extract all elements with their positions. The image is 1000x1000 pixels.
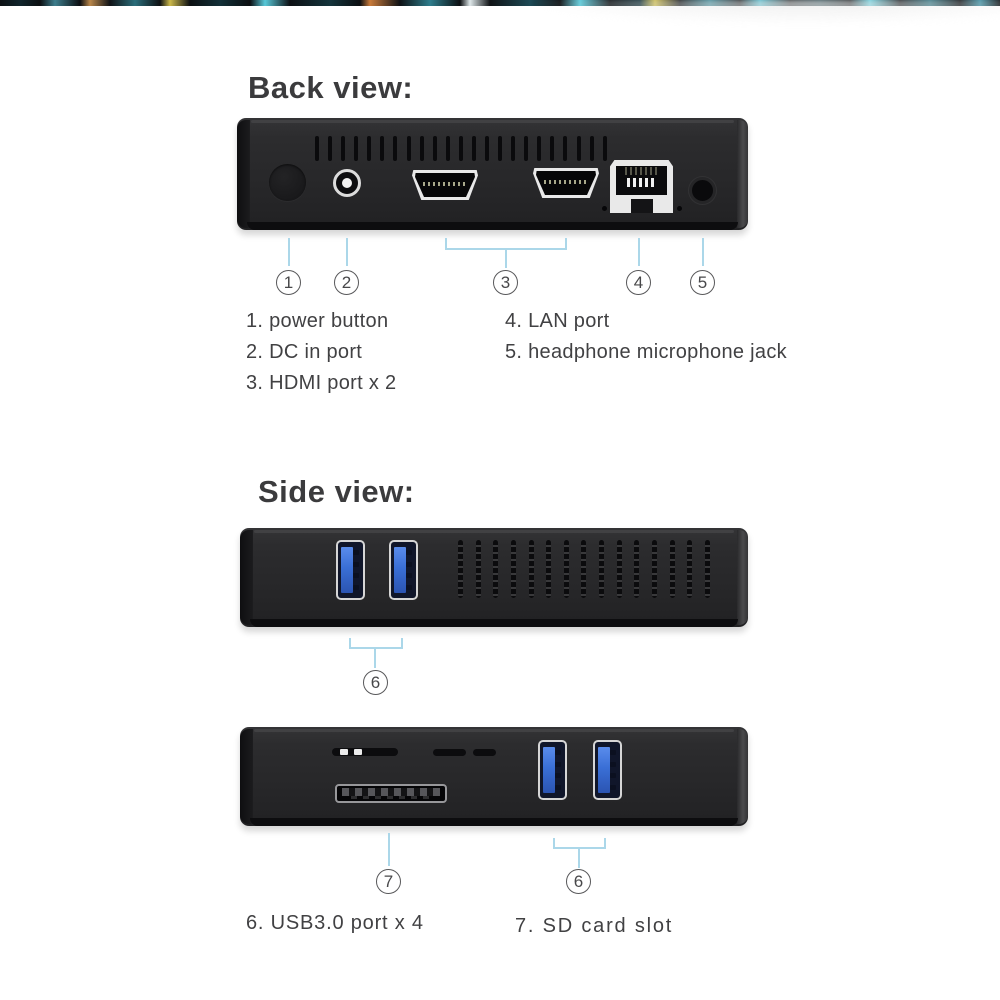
usb-tongue bbox=[394, 547, 406, 593]
callout-bracket-6a-stem bbox=[374, 649, 376, 668]
sd-card-slot bbox=[335, 784, 447, 803]
usb-cavity bbox=[391, 542, 416, 598]
callout-line-4 bbox=[638, 238, 640, 266]
lan-teeth bbox=[627, 178, 656, 187]
usb-cavity bbox=[595, 742, 620, 798]
legend-hdmi-port: 3. HDMI port x 2 bbox=[246, 372, 397, 394]
callout-number-3: 3 bbox=[493, 270, 518, 295]
lan-clip-notch bbox=[630, 199, 653, 213]
usb-contacts bbox=[555, 750, 561, 790]
side-view-heading: Side view: bbox=[258, 474, 415, 509]
legend-power-button: 1. power button bbox=[246, 310, 389, 332]
side-panel-sd-image bbox=[240, 727, 748, 826]
legend-usb-ports: 6. USB3.0 port x 4 bbox=[246, 912, 424, 934]
legend-lan-port: 4. LAN port bbox=[505, 310, 610, 332]
usb-contacts bbox=[610, 750, 616, 790]
glitch-strip-decoration bbox=[0, 0, 1000, 6]
vent-grill bbox=[315, 136, 607, 161]
headphone-microphone-jack bbox=[689, 177, 716, 204]
usb-port-3 bbox=[538, 740, 567, 800]
callout-number-5: 5 bbox=[690, 270, 715, 295]
usb-cavity bbox=[338, 542, 363, 598]
callout-line-2 bbox=[346, 238, 348, 266]
callout-number-7: 7 bbox=[376, 869, 401, 894]
callout-bracket-3-stem bbox=[505, 250, 507, 268]
device-left-wall bbox=[237, 120, 250, 228]
legend-dc-in-port: 2. DC in port bbox=[246, 341, 363, 363]
legend-headphone-jack: 5. headphone microphone jack bbox=[505, 341, 787, 363]
callout-line-1 bbox=[288, 238, 290, 266]
vent-slot bbox=[433, 749, 466, 756]
callout-bracket-6b bbox=[553, 847, 606, 849]
power-button bbox=[269, 164, 306, 201]
side-panel-usb-image bbox=[240, 528, 748, 627]
usb-port-2 bbox=[389, 540, 418, 600]
indicator-dot bbox=[340, 749, 348, 755]
device-left-wall bbox=[240, 530, 253, 625]
indicator-dot bbox=[354, 749, 362, 755]
callout-bracket-6a-tick-right bbox=[401, 638, 403, 649]
vent-slot bbox=[473, 749, 496, 756]
back-panel-image bbox=[237, 118, 748, 230]
usb-port-1 bbox=[336, 540, 365, 600]
vent-grill bbox=[458, 540, 710, 598]
callout-bracket-3 bbox=[445, 248, 567, 250]
usb-contacts bbox=[406, 550, 412, 590]
usb-tongue bbox=[341, 547, 353, 593]
callout-number-4: 4 bbox=[626, 270, 651, 295]
dc-center-pin bbox=[342, 178, 352, 188]
sd-slot-contacts bbox=[342, 788, 440, 796]
device-right-wall bbox=[737, 120, 748, 228]
lan-port bbox=[610, 160, 673, 213]
usb-port-4 bbox=[593, 740, 622, 800]
device-left-wall bbox=[240, 729, 253, 824]
device-bottom-lip bbox=[250, 818, 738, 826]
callout-number-6b: 6 bbox=[566, 869, 591, 894]
device-bottom-lip bbox=[250, 619, 738, 627]
device-right-wall bbox=[737, 729, 748, 824]
hdmi-port-1 bbox=[412, 170, 478, 200]
screw-dot bbox=[677, 206, 682, 211]
hdmi-pins bbox=[543, 180, 589, 184]
callout-bracket-3-tick-left bbox=[445, 238, 447, 250]
callout-line-7 bbox=[388, 833, 390, 866]
callout-bracket-6b-tick-left bbox=[553, 838, 555, 849]
usb-tongue bbox=[543, 747, 555, 793]
indicator-slot bbox=[332, 748, 398, 756]
lan-pin-lines bbox=[625, 167, 658, 175]
usb-cavity bbox=[540, 742, 565, 798]
usb-contacts bbox=[353, 550, 359, 590]
device-bottom-lip bbox=[247, 222, 738, 230]
lan-window bbox=[616, 166, 667, 195]
callout-bracket-6b-tick-right bbox=[604, 838, 606, 849]
callout-bracket-6a bbox=[349, 647, 403, 649]
callout-line-5 bbox=[702, 238, 704, 266]
callout-bracket-6a-tick-left bbox=[349, 638, 351, 649]
device-top-highlight bbox=[254, 729, 734, 732]
callout-number-6a: 6 bbox=[363, 670, 388, 695]
device-top-highlight bbox=[251, 120, 734, 123]
hdmi-port-2 bbox=[533, 168, 599, 198]
device-right-wall bbox=[737, 530, 748, 625]
sd-slot-shadow bbox=[351, 796, 431, 799]
dc-in-port bbox=[333, 169, 361, 197]
callout-bracket-6b-stem bbox=[578, 849, 580, 868]
haze-decoration bbox=[538, 0, 1000, 24]
legend-sd-card-slot: 7. SD card slot bbox=[515, 915, 674, 937]
callout-number-2: 2 bbox=[334, 270, 359, 295]
callout-bracket-3-tick-right bbox=[565, 238, 567, 250]
usb-tongue bbox=[598, 747, 610, 793]
device-top-highlight bbox=[254, 530, 734, 533]
callout-number-1: 1 bbox=[276, 270, 301, 295]
screw-dot bbox=[602, 206, 607, 211]
hdmi-pins bbox=[422, 182, 468, 186]
back-view-heading: Back view: bbox=[248, 70, 414, 105]
